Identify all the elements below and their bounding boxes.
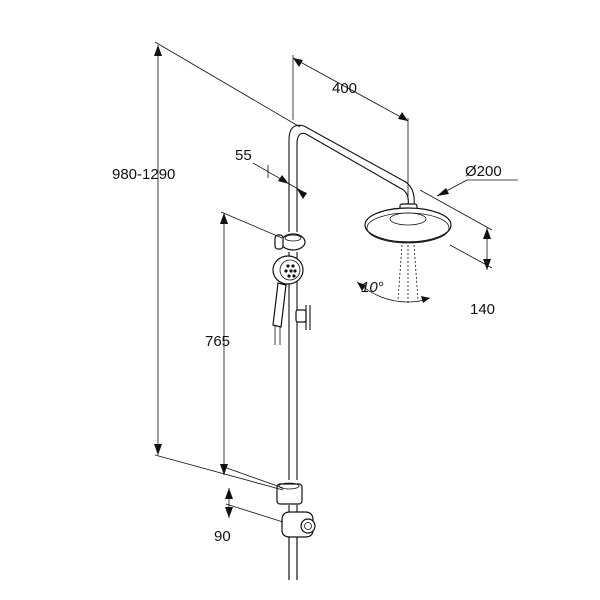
label-arm-length: 400 xyxy=(332,80,357,97)
dim-slide-rail xyxy=(220,211,284,489)
riser-pipe xyxy=(288,124,403,580)
dim-tilt xyxy=(356,281,431,303)
label-head-diameter: Ø200 xyxy=(465,163,502,180)
label-slide-rail: 765 xyxy=(205,333,230,350)
label-total-height: 980-1290 xyxy=(112,166,175,183)
label-bottom: 90 xyxy=(214,528,231,545)
label-tilt-angle: 10° xyxy=(361,279,384,296)
slider-holder xyxy=(274,233,306,251)
dim-arm-length xyxy=(292,55,409,200)
dim-bottom xyxy=(225,488,284,523)
label-head-drop: 140 xyxy=(470,301,495,318)
lower-diverter xyxy=(276,482,316,580)
hand-shower xyxy=(272,255,311,345)
label-offset: 55 xyxy=(235,147,252,164)
dim-total-height xyxy=(154,41,301,491)
dim-head-drop xyxy=(419,189,493,270)
dim-offset xyxy=(252,162,307,199)
dim-head-diameter xyxy=(436,179,518,197)
rain-shower-head xyxy=(364,207,452,305)
